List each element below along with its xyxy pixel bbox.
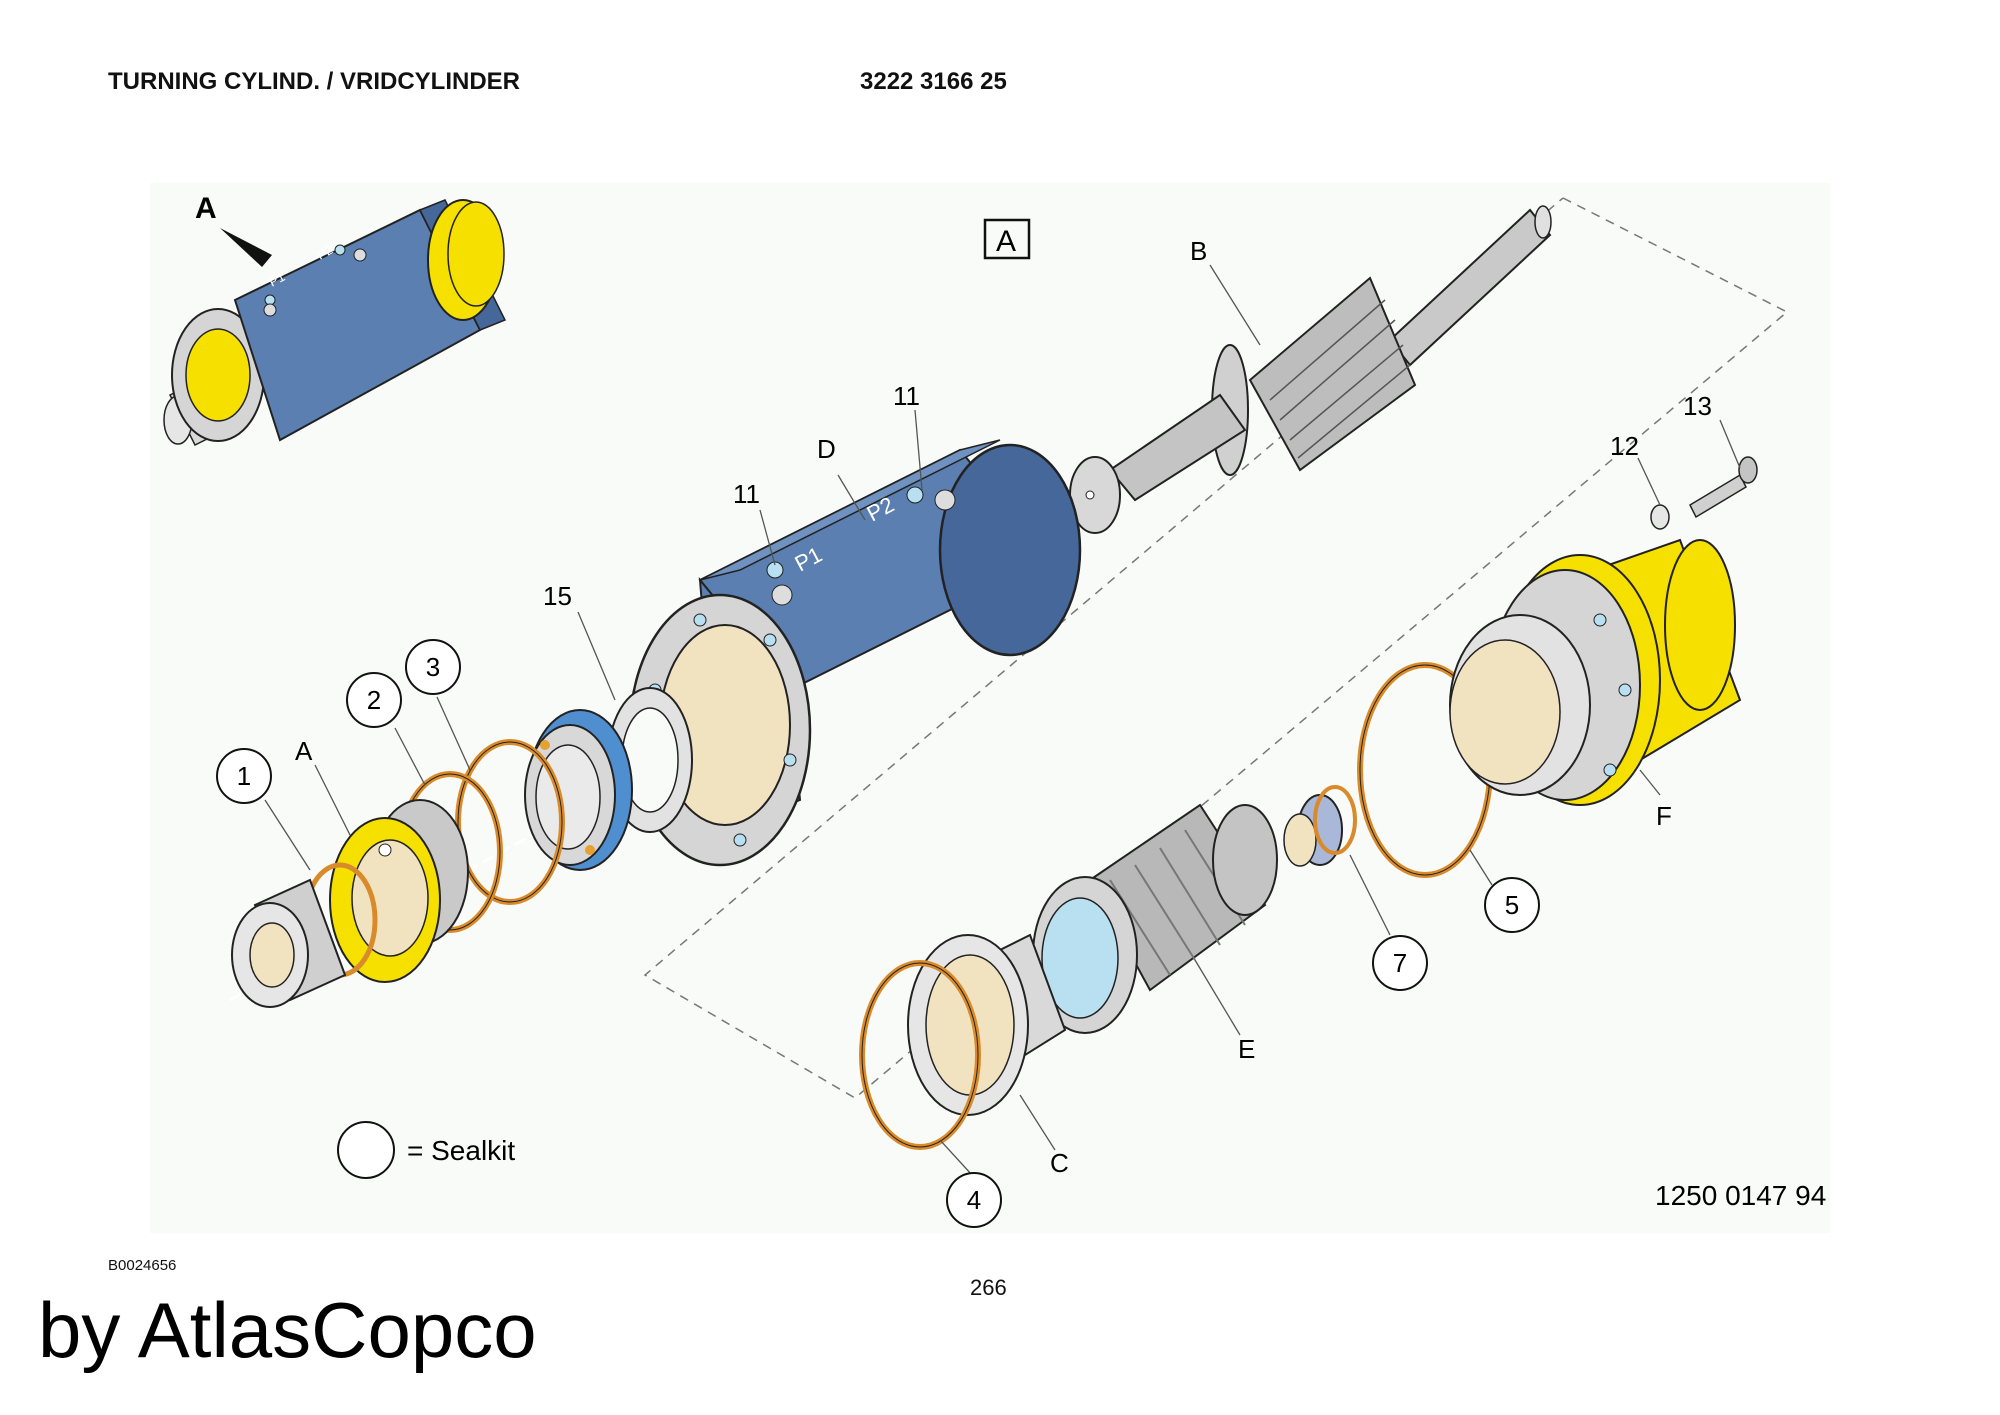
exploded-view-drawing: P1 P2 A A P1 P2 [163, 192, 1826, 1228]
label-12: 12 [1610, 431, 1639, 461]
housing: P1 P2 [628, 439, 1082, 867]
callout-5: 5 [1484, 877, 1540, 933]
document-title: TURNING CYLIND. / VRIDCYLINDER [108, 68, 521, 95]
view-box-label: A [996, 225, 1016, 258]
callout-1: 1 [216, 748, 272, 804]
ball-bearing [524, 709, 633, 871]
drawing-number: 1250 0147 94 [1655, 1180, 1826, 1211]
label-11-top: 11 [893, 381, 920, 411]
label-b: B [1190, 236, 1207, 266]
label-f: F [1656, 801, 1672, 831]
port-label-p1-small: P1 [266, 269, 287, 290]
view-marker-a: A [195, 192, 217, 225]
end-cap-f [1449, 538, 1742, 806]
helical-shaft [1069, 205, 1552, 534]
washer-12 [1650, 504, 1670, 530]
view-arrow [220, 228, 272, 267]
assembled-view: P1 P2 [163, 199, 507, 447]
label-15: 15 [543, 581, 572, 611]
callout-3: 3 [405, 639, 461, 695]
assembly-frame-dashed [643, 197, 1789, 1099]
svg-text:1: 1 [237, 761, 251, 791]
part-number: 3222 3166 25 [860, 68, 1007, 95]
seal-7 [1313, 785, 1357, 855]
svg-text:4: 4 [967, 1185, 981, 1215]
exploded-view-panel: P1 P2 A A P1 P2 [150, 183, 1830, 1233]
label-a: A [295, 736, 313, 766]
label-13: 13 [1683, 391, 1712, 421]
end-bushing [231, 878, 347, 1008]
svg-text:5: 5 [1505, 890, 1519, 920]
image-code: B0024656 [108, 1257, 177, 1274]
callout-4: 4 [946, 1172, 1002, 1228]
callout-2: 2 [346, 672, 402, 728]
leader-lines [264, 264, 1741, 1176]
label-11-left: 11 [733, 479, 760, 509]
bushing-c [907, 933, 1067, 1116]
brand-watermark: by AtlasCopco [38, 1286, 537, 1374]
port-label-p2-small: P2 [314, 242, 335, 263]
legend-circle [337, 1121, 395, 1179]
splined-sleeve-e [1032, 803, 1278, 1034]
view-box [983, 218, 1031, 260]
part-a-cap [329, 799, 469, 983]
svg-text:7: 7 [1393, 948, 1407, 978]
piston-7 [1283, 794, 1343, 867]
page-number: 266 [970, 1275, 1007, 1300]
screw-13 [1689, 456, 1758, 519]
label-c: C [1050, 1148, 1069, 1178]
callout-7: 7 [1372, 935, 1428, 991]
label-e: E [1238, 1034, 1255, 1064]
label-d: D [817, 434, 836, 464]
legend-text: = Sealkit [407, 1135, 515, 1166]
svg-text:3: 3 [426, 652, 440, 682]
svg-text:2: 2 [367, 685, 381, 715]
